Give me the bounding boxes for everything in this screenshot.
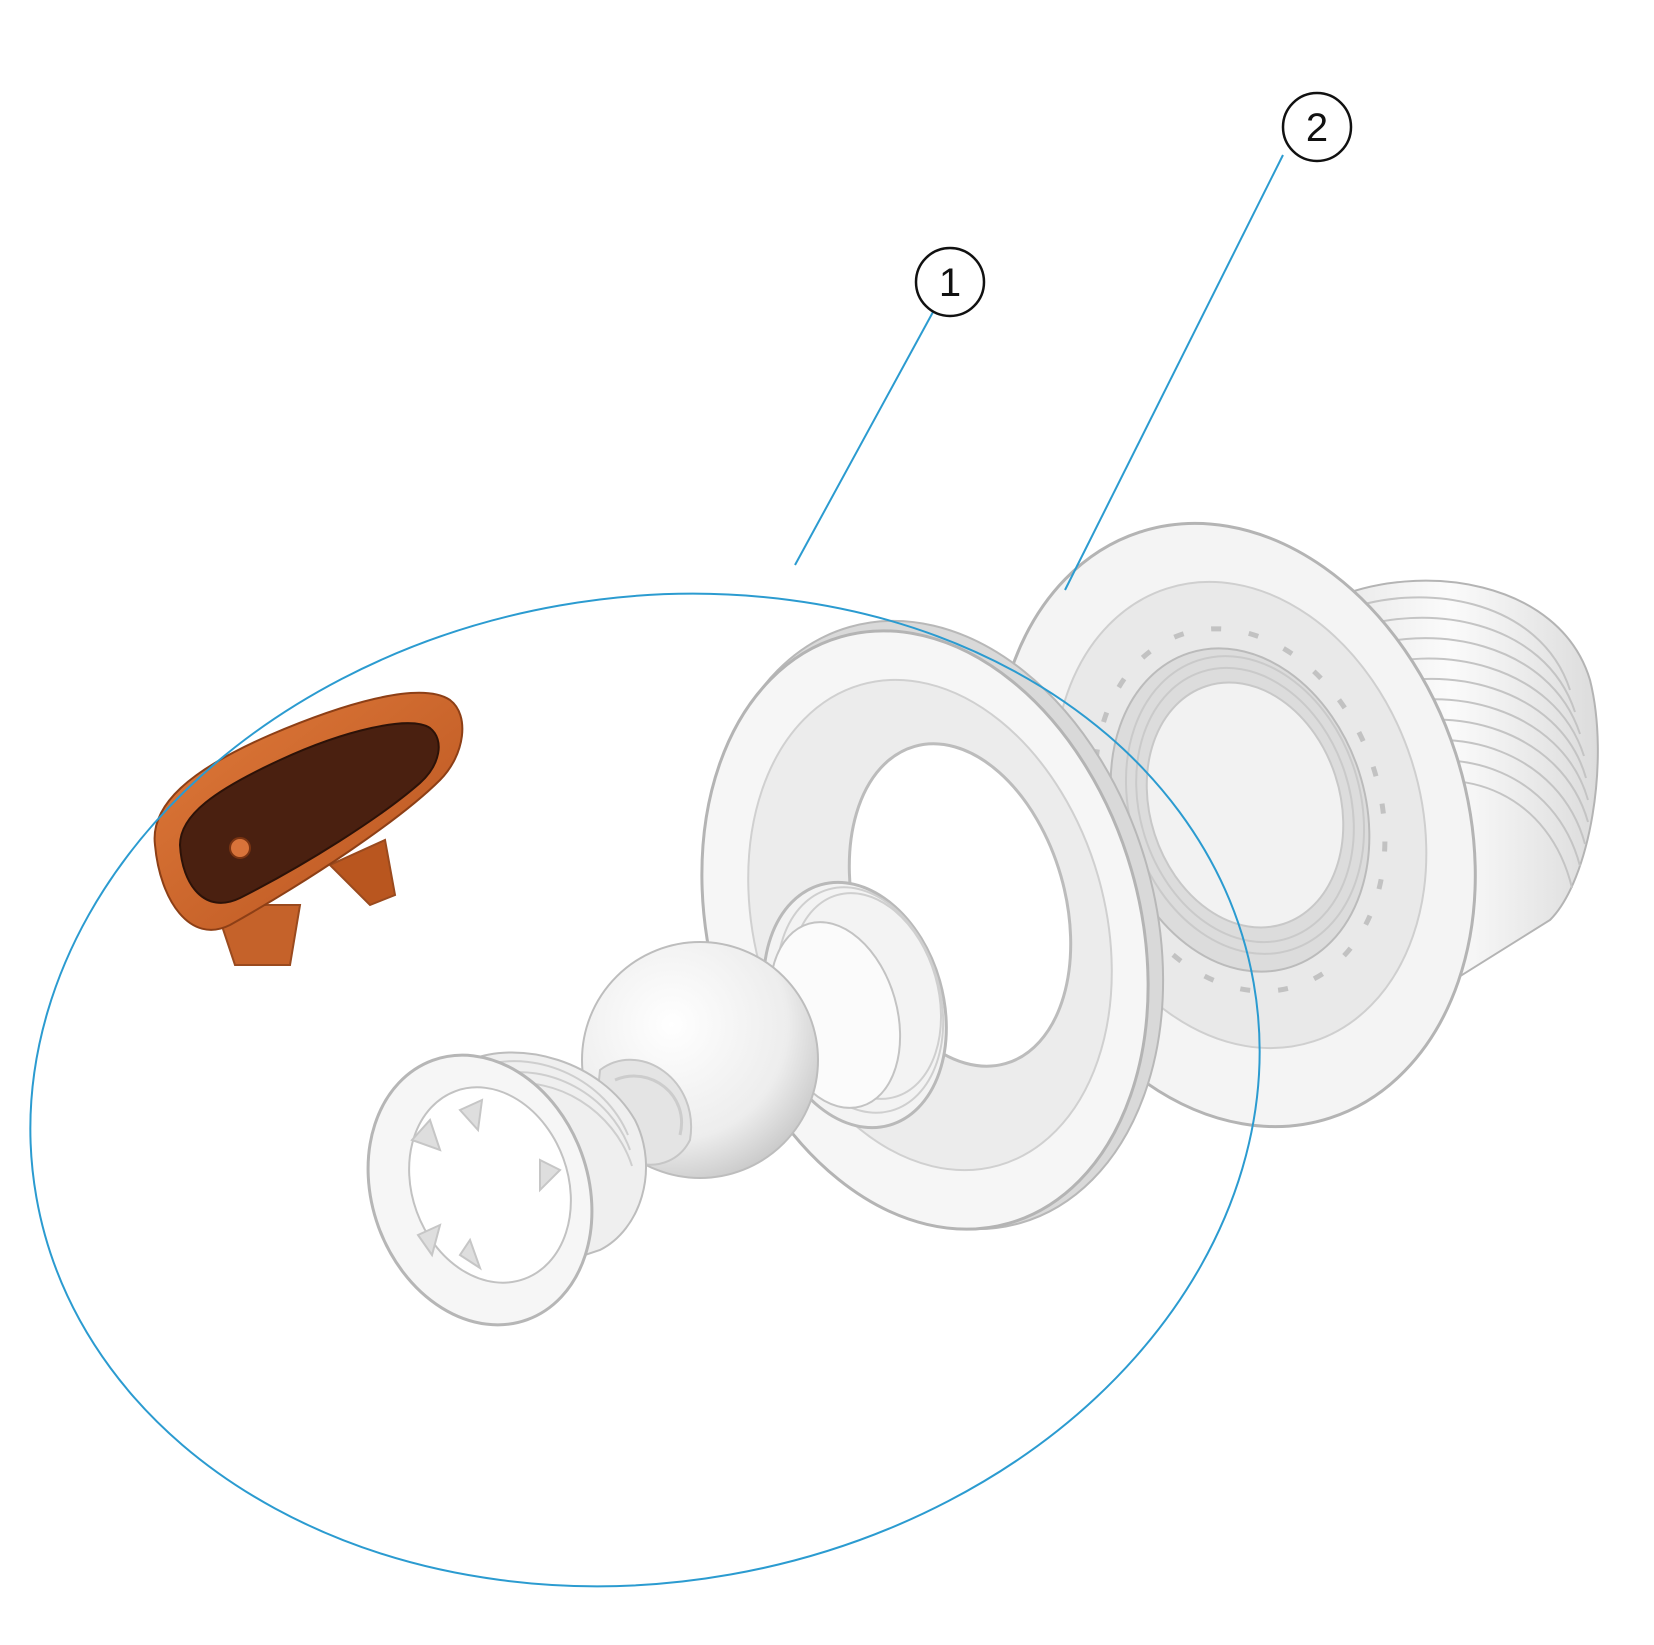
- assembly-outline: [29, 592, 1261, 1588]
- callout-label-2: 2: [1306, 106, 1328, 150]
- front-retaining-ring: [366, 1051, 648, 1327]
- callout-1: 1: [914, 246, 986, 318]
- leader-line-1: [794, 311, 934, 566]
- callout-label-1: 1: [939, 261, 961, 305]
- callout-2: 2: [1281, 91, 1353, 163]
- leader-lines: [29, 154, 1284, 1588]
- leader-line-2: [1064, 154, 1284, 591]
- eyeball-nozzle: [581, 941, 819, 1179]
- adjustment-key: [153, 691, 464, 966]
